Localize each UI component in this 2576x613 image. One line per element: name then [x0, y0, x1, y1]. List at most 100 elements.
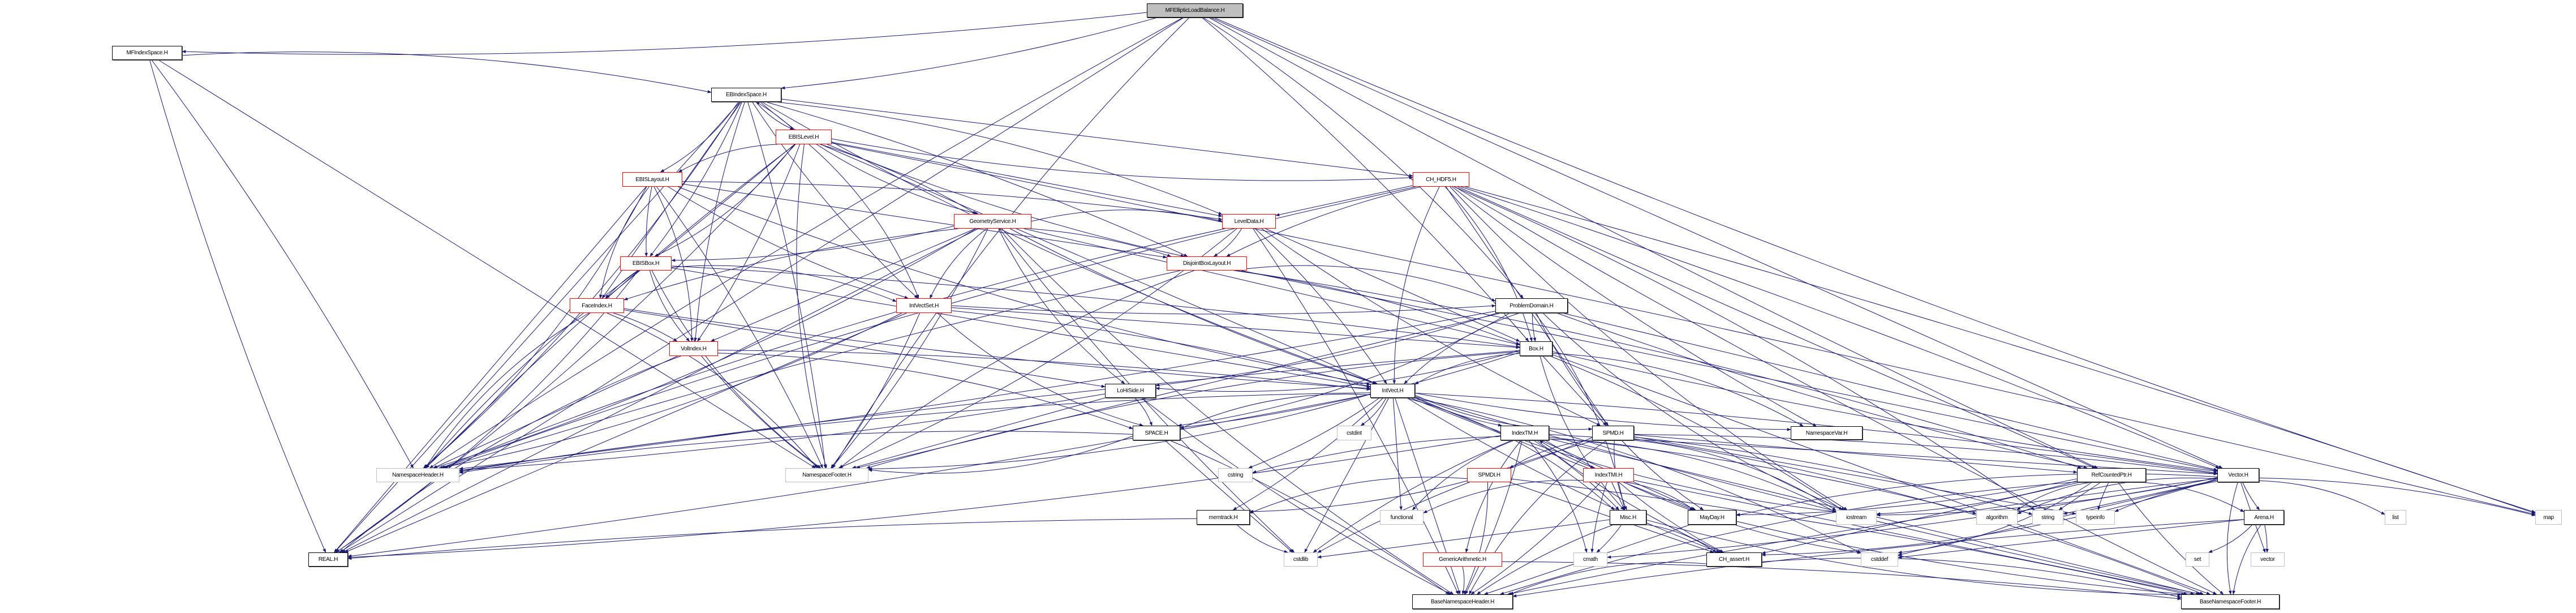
node-cstdint[interactable]: cstdint: [1337, 426, 1371, 440]
node-set[interactable]: set: [2186, 552, 2209, 567]
node-basenamespaceheader-h[interactable]: BaseNamespaceHeader.H: [1412, 594, 1513, 609]
edge-problemdomain-to-spmd: [1536, 312, 1609, 426]
node-namespacefooter-h[interactable]: NamespaceFooter.H: [785, 468, 868, 482]
node-algorithm[interactable]: algorithm: [1976, 510, 2018, 525]
node-spmdi-h[interactable]: SPMDI.H: [1467, 468, 1511, 482]
edge-ebislevel-to-nf: [796, 144, 827, 469]
node-typeinfo[interactable]: typeinfo: [2076, 510, 2115, 525]
edge-ebis-to-dbl: [766, 101, 1188, 257]
edge-spmd-to-bnh: [1469, 440, 1607, 595]
edge-misc-to-cstdlib: [1317, 519, 1610, 559]
edge-genericarithmetic-to-bnf: [1502, 561, 2182, 601]
edge-ebisbox-to-intvect: [671, 267, 1371, 388]
node-lohiside-h[interactable]: LoHiSide.H: [1105, 384, 1156, 398]
edge-vector-to-bnf: [2226, 482, 2238, 595]
node-ebislevel-h[interactable]: EBISLevel.H: [776, 130, 832, 144]
node-mayday-h[interactable]: MayDay.H: [1688, 510, 1736, 525]
edge-ebis-to-geometryservice: [760, 101, 979, 215]
node-functional[interactable]: functional: [1380, 510, 1424, 525]
edge-vector-to-typeinfo: [2114, 481, 2218, 512]
node-list[interactable]: list: [2385, 510, 2406, 525]
edge-mfis-to-real: [149, 59, 326, 553]
edge-geometryservice-to-dbl: [1030, 228, 1172, 257]
edge-geometryservice-to-real: [341, 228, 979, 553]
node-cstring[interactable]: cstring: [1218, 468, 1253, 482]
node-ebindexspace-h[interactable]: EBIndexSpace.H: [711, 88, 781, 102]
edge-ebislevel-to-ebis: [755, 101, 794, 130]
node-indextm-h[interactable]: IndexTM.H: [1500, 426, 1549, 440]
edge-box-to-iostream: [1550, 355, 1843, 511]
edge-spmd-to-cstdlib: [1317, 440, 1596, 553]
edge-ebis-to-ebislevel: [755, 101, 794, 130]
edge-indextm-to-cstdlib: [1313, 440, 1512, 553]
edge-geometryservice-to-nf: [831, 228, 988, 469]
edge-box-to-lohiside: [1155, 350, 1520, 392]
node-refcountedptr-h[interactable]: RefCountedPtr.H: [2077, 468, 2146, 482]
edge-mfe-to-vector: [1210, 17, 2223, 469]
node-namespacevar-h[interactable]: NamespaceVar.H: [1791, 426, 1863, 440]
node-geometryservice-h[interactable]: GeometryService.H: [954, 214, 1031, 229]
edge-spmd-to-mayday: [1621, 440, 1704, 511]
node-intvectset-h[interactable]: IntVectSet.H: [896, 298, 952, 313]
node-string[interactable]: string: [2032, 510, 2063, 525]
node-spmd-h[interactable]: SPMD.H: [1592, 426, 1634, 440]
node-misc-h[interactable]: Misc.H: [1610, 510, 1646, 525]
node-problemdomain-h[interactable]: ProblemDomain.H: [1495, 298, 1568, 313]
node-mfellipticloadbalance-h[interactable]: MFEllipticLoadBalance.H: [1147, 3, 1243, 18]
node-ebisbox-h[interactable]: EBISBox.H: [620, 256, 672, 271]
edge-indextm-to-real: [347, 435, 1501, 559]
node-faceindex-h[interactable]: FaceIndex.H: [570, 298, 624, 313]
node-arena-h[interactable]: Arena.H: [2244, 510, 2284, 525]
edge-box-to-namespacevar: [1552, 353, 1804, 427]
edge-mfe-to-problemdomain: [1202, 17, 1524, 299]
edge-indextmi-to-mayday: [1625, 482, 1695, 511]
edge-intvectset-to-box: [951, 307, 1520, 349]
edge-indextm-to-bnh: [1465, 440, 1523, 595]
node-cstddef[interactable]: cstddef: [1861, 552, 1898, 567]
node-space-h[interactable]: SPACE.H: [1133, 426, 1180, 440]
edge-ebis-to-ch_hdf5: [781, 98, 1413, 177]
edge-problemdomain-to-nh: [459, 311, 1496, 470]
node-namespaceheader-h[interactable]: NamespaceHeader.H: [376, 468, 459, 482]
node-memtrack-h[interactable]: memtrack.H: [1197, 510, 1250, 525]
edge-spmdi-to-memtrack: [1249, 477, 1468, 514]
edge-intvect-to-cstdint: [1360, 397, 1387, 426]
edge-mfis-to-nh: [151, 59, 414, 469]
node-volindex-h[interactable]: VolIndex.H: [669, 341, 718, 356]
node-cstdlib[interactable]: cstdlib: [1284, 552, 1318, 567]
node-real-h[interactable]: REAL.H: [308, 552, 348, 567]
node-box-h[interactable]: Box.H: [1520, 341, 1553, 356]
node-genericarithmetic-h[interactable]: GenericArithmetic.H: [1423, 552, 1502, 567]
edge-ebislevel-to-volindex: [697, 144, 801, 342]
node-indextmi-h[interactable]: IndexTMI.H: [1583, 468, 1634, 482]
node-vector-h[interactable]: Vector.H: [2217, 468, 2259, 482]
node-map[interactable]: map: [2535, 510, 2562, 525]
edge-misc-to-bnh: [1476, 524, 1614, 595]
node-mfindexspace-h[interactable]: MFIndexSpace.H: [112, 46, 182, 60]
node-basenamespacefooter-h[interactable]: BaseNamespaceFooter.H: [2181, 594, 2280, 609]
node-disjointboxlayout-h[interactable]: DisjointBoxLayout.H: [1167, 256, 1247, 271]
edge-vector-to-mayday: [1736, 473, 2218, 516]
node-ch-hdf5-h[interactable]: CH_HDF5.H: [1413, 172, 1469, 187]
edge-intvect-to-namespacevar: [1414, 392, 1791, 431]
edge-ebis-to-nh: [423, 101, 741, 469]
edge-box-to-nf: [866, 351, 1520, 469]
edge-geometryservice-to-lohiside: [998, 228, 1125, 384]
edge-intvect-to-vector: [1414, 392, 2218, 474]
edge-ch_assert-to-bnh: [1510, 562, 1707, 595]
node-cmath[interactable]: cmath: [1573, 552, 1607, 567]
edge-ebislayout-to-intvectset: [668, 186, 909, 299]
node-iostream[interactable]: iostream: [1836, 510, 1877, 525]
node-vector[interactable]: vector: [2251, 552, 2285, 567]
node-leveldata-h[interactable]: LevelData.H: [1222, 214, 1276, 229]
node-ch-assert-h[interactable]: CH_assert.H: [1706, 552, 1762, 567]
edge-ebislayout-to-real: [334, 186, 647, 553]
edge-ch_hdf5-to-leveldata: [1275, 185, 1413, 217]
edge-indextm-to-ch_assert: [1537, 440, 1723, 553]
edge-misc-to-ch_assert: [1646, 524, 1717, 553]
edge-ch_hdf5-to-map: [1465, 186, 2536, 514]
edge-ch_hdf5-to-intvect: [1392, 186, 1440, 384]
node-ebislayout-h[interactable]: EBISLayout.H: [622, 172, 682, 187]
node-intvect-h[interactable]: IntVect.H: [1370, 384, 1415, 398]
